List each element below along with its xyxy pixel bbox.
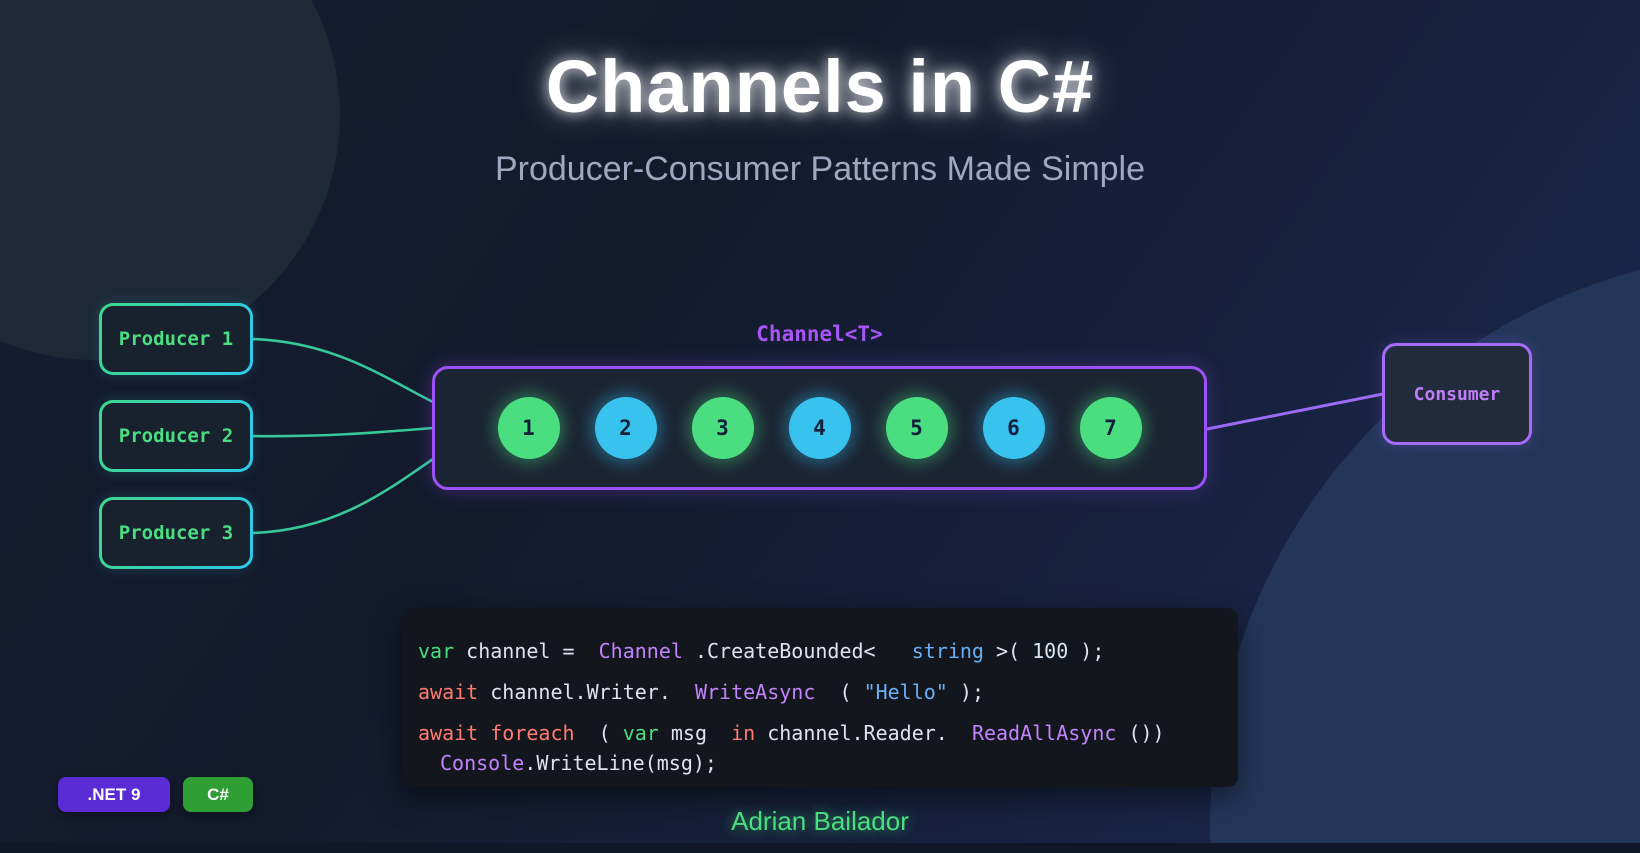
queue-item-number: 1 <box>522 416 535 440</box>
code-token: ); <box>1068 639 1105 663</box>
code-token: 100 <box>1032 639 1069 663</box>
code-token: WriteAsync <box>694 680 816 704</box>
code-token: channel = <box>454 639 599 663</box>
channel-generic-label: Channel<T> <box>756 322 883 346</box>
queue-item-number: 7 <box>1104 416 1117 440</box>
connector-producer-1 <box>252 337 434 404</box>
badge-label: C# <box>207 784 229 804</box>
badge-label: .NET 9 <box>87 784 141 804</box>
channel-buffer-box: 1 2 3 4 5 6 7 <box>432 366 1207 490</box>
code-token: Channel <box>598 639 683 663</box>
code-token: .CreateBounded< <box>682 639 912 663</box>
code-token: in <box>731 721 756 745</box>
queue-item-number: 5 <box>910 416 923 440</box>
queue-item-number: 6 <box>1007 416 1020 440</box>
author-name: Adrian Bailador <box>731 806 909 836</box>
code-line-3: await foreach ( var msg in channel.Reade… <box>418 719 1218 747</box>
code-token: var <box>622 721 659 745</box>
connector-consumer <box>1206 392 1384 431</box>
bottom-strip <box>0 843 1640 853</box>
producer-box-2: Producer 2 <box>99 400 253 472</box>
code-token: msg <box>658 721 732 745</box>
queue-item-circle-2: 2 <box>594 397 657 459</box>
queue-item-number: 2 <box>619 416 632 440</box>
consumer-box: Consumer <box>1382 343 1532 445</box>
page-title: Channels in C# <box>545 45 1095 128</box>
code-token: channel.Writer. <box>478 680 695 704</box>
code-token: channel.Reader. <box>755 721 972 745</box>
code-token: ( <box>815 680 864 704</box>
page-subtitle: Producer-Consumer Patterns Made Simple <box>494 150 1146 188</box>
code-token: "Hello" <box>863 680 948 704</box>
code-token: Console <box>440 751 525 775</box>
code-token: ReadAllAsync <box>971 721 1117 745</box>
queue-item-circle-7: 7 <box>1079 397 1142 459</box>
badge-dotnet9: .NET 9 <box>58 777 170 812</box>
producer-box-3: Producer 3 <box>99 497 253 569</box>
code-token: ); <box>947 680 984 704</box>
code-token: ()) <box>1116 721 1165 745</box>
queue-item-circle-4: 4 <box>788 397 851 459</box>
code-line-4: Console.WriteLine(msg); <box>418 749 1218 777</box>
code-token: var <box>418 639 455 663</box>
code-line-1: var channel = Channel .CreateBounded< st… <box>418 637 1218 665</box>
connector-producer-3 <box>252 457 434 535</box>
producer-label: Producer 3 <box>118 522 234 544</box>
badge-csharp: C# <box>183 777 253 812</box>
code-token: string <box>911 639 984 663</box>
producer-label: Producer 2 <box>118 425 234 447</box>
queue-item-circle-6: 6 <box>982 397 1045 459</box>
code-token: .WriteLine(msg); <box>524 751 717 775</box>
code-token: ( <box>574 721 623 745</box>
code-line-2: await channel.Writer. WriteAsync ( "Hell… <box>418 678 1218 706</box>
consumer-label: Consumer <box>1413 383 1501 405</box>
code-token: await foreach <box>418 721 575 745</box>
queue-item-number: 4 <box>813 416 826 440</box>
queue-item-number: 3 <box>716 416 729 440</box>
code-block: var channel = Channel .CreateBounded< st… <box>402 608 1238 787</box>
code-token: >( <box>983 639 1033 663</box>
queue-item-circle-5: 5 <box>885 397 948 459</box>
producer-label: Producer 1 <box>118 328 234 350</box>
producer-box-1: Producer 1 <box>99 303 253 375</box>
bg-circle-bottom-right <box>1210 250 1640 853</box>
queue-item-circle-3: 3 <box>691 397 754 459</box>
queue-item-circle-1: 1 <box>497 397 560 459</box>
code-token: await <box>418 680 479 704</box>
connector-producer-2 <box>252 426 434 438</box>
